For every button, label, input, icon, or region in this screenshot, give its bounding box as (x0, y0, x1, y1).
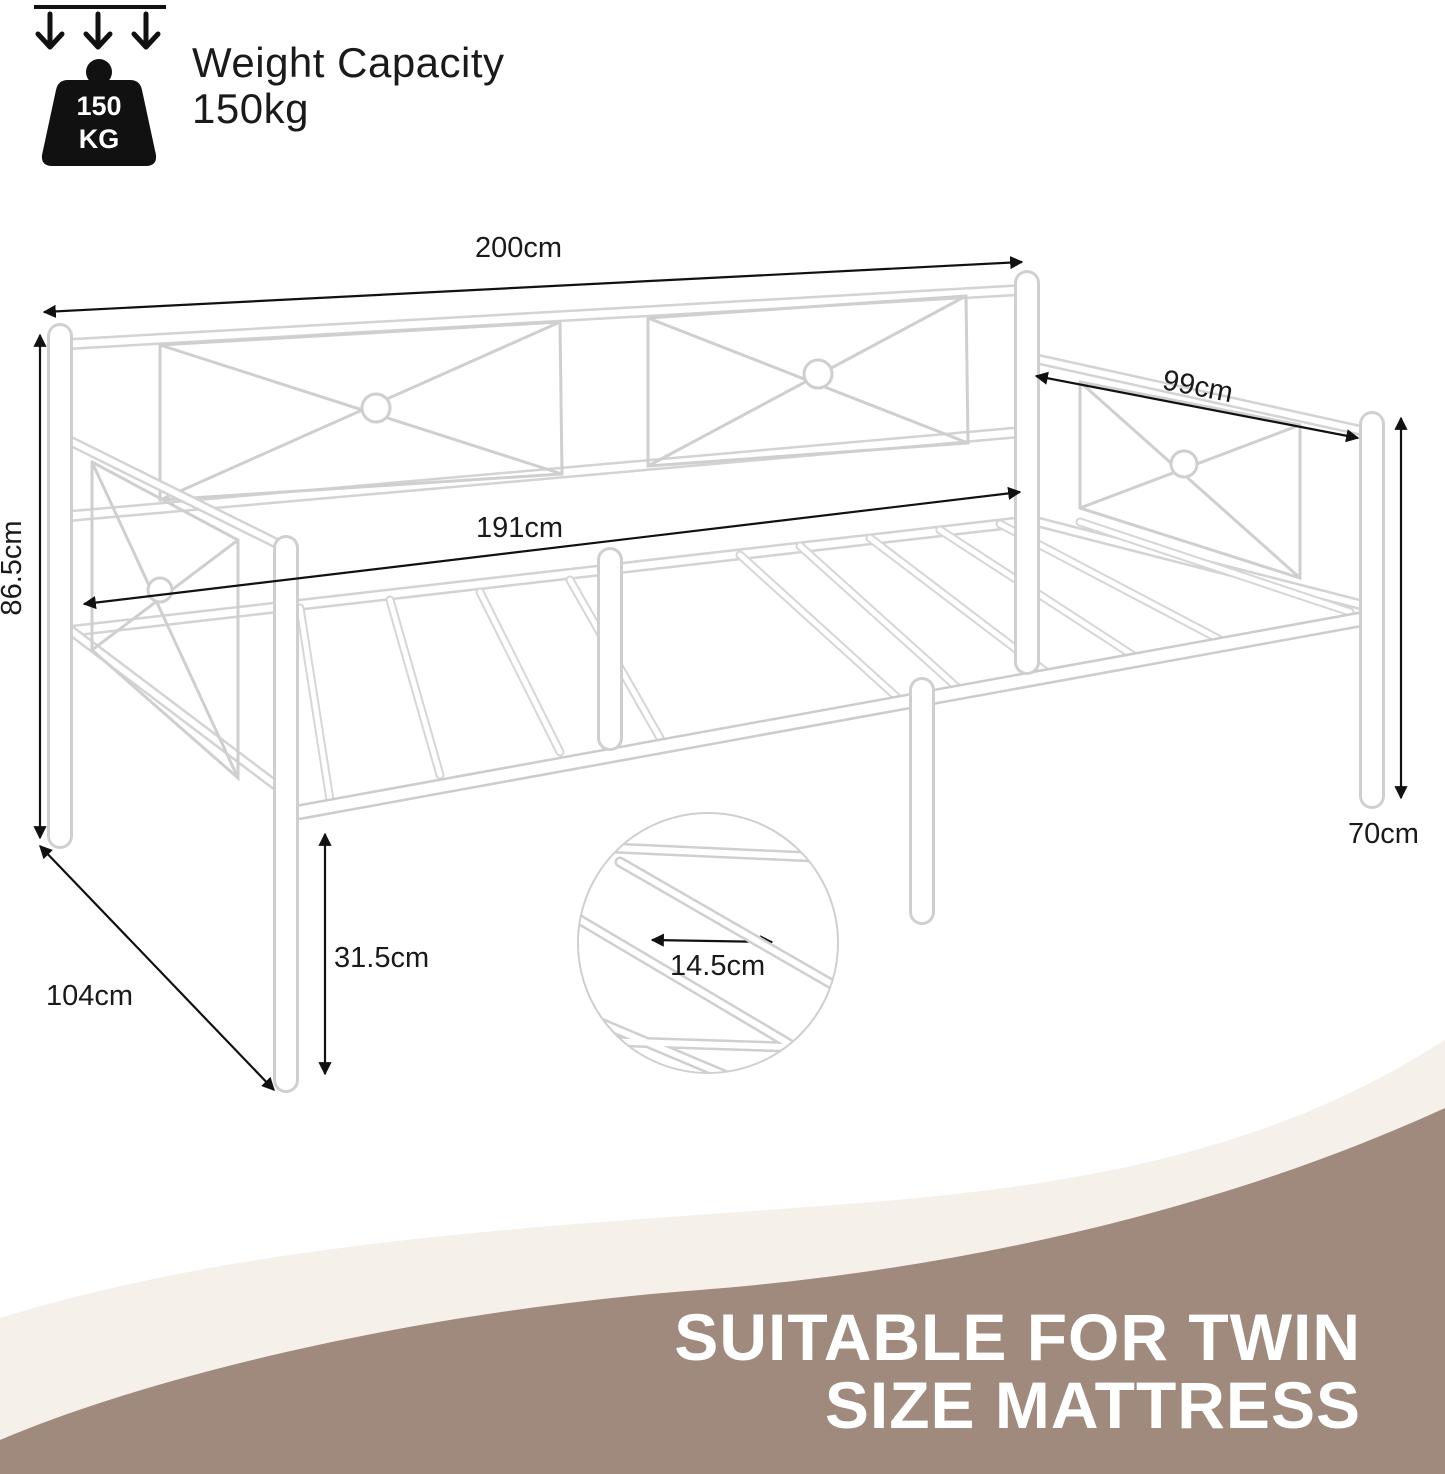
dimension-overall-width: 104cm (46, 980, 134, 1012)
weight-capacity-title: Weight Capacity (192, 39, 505, 86)
dimension-under-bed-clearance: 31.5cm (334, 942, 430, 974)
weight-badge-unit: KG (78, 124, 120, 154)
dimension-overall-height: 86.5cm (0, 520, 28, 616)
dimension-slat-spacing: 14.5cm (670, 950, 766, 982)
dimension-arm-height: 70cm (1348, 818, 1419, 850)
dimension-overall-length: 200cm (475, 232, 563, 264)
banner-line-1: SUITABLE FOR TWIN (674, 1300, 1361, 1374)
weight-capacity-value: 150kg (192, 85, 309, 132)
weight-badge-number: 150 (76, 91, 122, 121)
dimension-inner-length: 191cm (476, 512, 564, 544)
banner-line-2: SIZE MATTRESS (824, 1368, 1361, 1442)
